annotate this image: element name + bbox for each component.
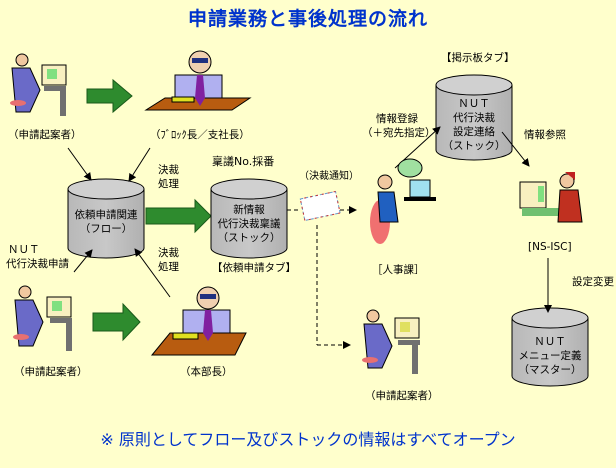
label-approve-bottom: 決裁 処理	[158, 246, 179, 274]
cylinder-stock-line: 新情報	[233, 204, 265, 216]
cylinder-flow	[67, 178, 145, 259]
cylinder-board	[435, 74, 513, 161]
label-line: 代行決裁申請	[6, 258, 69, 270]
applicant-bottom-icon	[13, 285, 72, 351]
green-arrow-middle	[145, 198, 212, 234]
label-setting-change: 設定変更	[572, 276, 614, 288]
label-division-head: （本部長）	[180, 366, 233, 378]
cylinder-stock	[210, 178, 288, 259]
cylinder-board-line: ＮＵＴ	[458, 98, 490, 110]
label-line: 決裁	[158, 164, 179, 176]
green-arrow-top	[86, 78, 133, 114]
applicant-top-icon	[10, 53, 67, 116]
cylinder-stock-line: 代行決裁稟議	[217, 218, 281, 230]
label-line: 処理	[158, 178, 179, 190]
page-title: 申請業務と事後処理の流れ	[187, 8, 428, 30]
cylinder-stock-line: （ストック）	[217, 232, 281, 244]
stock-caption-bottom: 【依頼申請タブ】	[212, 262, 296, 274]
label-notice: （決裁通知）	[299, 171, 359, 182]
footer-note: ※ 原則としてフロー及びストックの情報はすべてオープン	[100, 430, 516, 449]
label-line: ＮＵＴ	[8, 244, 40, 256]
label-applicant-bottom: （申請起案者）	[14, 366, 88, 378]
label-block-manager: （ﾌﾞﾛｯｸ長／支社長）	[150, 129, 250, 141]
cylinder-flow-label: 依頼申請関連 （フロー）	[68, 208, 144, 236]
label-applicant-top: （申請起案者）	[8, 129, 82, 141]
cylinder-master	[511, 307, 589, 387]
hr-staff-icon	[370, 158, 436, 244]
applicant-right-icon	[362, 309, 420, 374]
nsisc-staff-icon	[519, 172, 583, 223]
label-approve-top: 決裁 処理	[158, 163, 179, 191]
label-line: 情報登録	[376, 113, 418, 125]
label-line: 処理	[158, 261, 179, 273]
label-line: （＋宛先指定）	[362, 127, 436, 139]
division-head-icon	[150, 286, 247, 356]
cylinder-master-line: （マスター）	[518, 364, 582, 376]
cylinder-flow-line: （フロー）	[79, 223, 133, 235]
arrow-manager-to-flow	[128, 147, 151, 182]
arrow-applicant-to-flow	[67, 147, 92, 181]
cylinder-stock-label: 新情報 代行決裁稟議 （ストック）	[211, 203, 287, 245]
label-info-reference: 情報参照	[524, 129, 566, 141]
cylinder-master-line: ＮＵＴ	[534, 336, 566, 348]
arrow-board-to-nsisc	[501, 131, 530, 167]
green-arrow-bottom	[92, 302, 141, 342]
label-info-register: 情報登録 （＋宛先指定）	[362, 112, 436, 140]
label-nut-request: ＮＵＴ 代行決裁申請	[6, 243, 69, 271]
cylinder-board-line: 設定連絡	[453, 126, 495, 138]
stock-caption-top: 稟議No.採番	[212, 155, 275, 168]
arrow-head-to-flow	[134, 248, 171, 298]
cylinder-flow-line: 依頼申請関連	[74, 209, 138, 221]
label-line: 決裁	[158, 247, 179, 259]
cylinder-master-label: ＮＵＴ メニュー定義 （マスター）	[512, 335, 588, 377]
label-hr: ［人事課］	[372, 264, 425, 276]
envelope-icon	[299, 190, 341, 222]
cylinder-board-line: 代行決裁	[453, 112, 495, 124]
board-caption-top: 【掲示板タブ】	[441, 52, 515, 64]
cylinder-master-line: メニュー定義	[518, 350, 582, 362]
label-applicant-right: （申請起案者）	[365, 390, 439, 402]
cylinder-board-line: （ストック）	[442, 140, 506, 152]
label-nsisc: [NS-ISC]	[528, 241, 572, 253]
block-manager-icon	[144, 50, 252, 111]
arrow-applicant2-to-flow	[73, 249, 93, 273]
cylinder-board-label: ＮＵＴ 代行決裁 設定連絡 （ストック）	[436, 97, 512, 153]
